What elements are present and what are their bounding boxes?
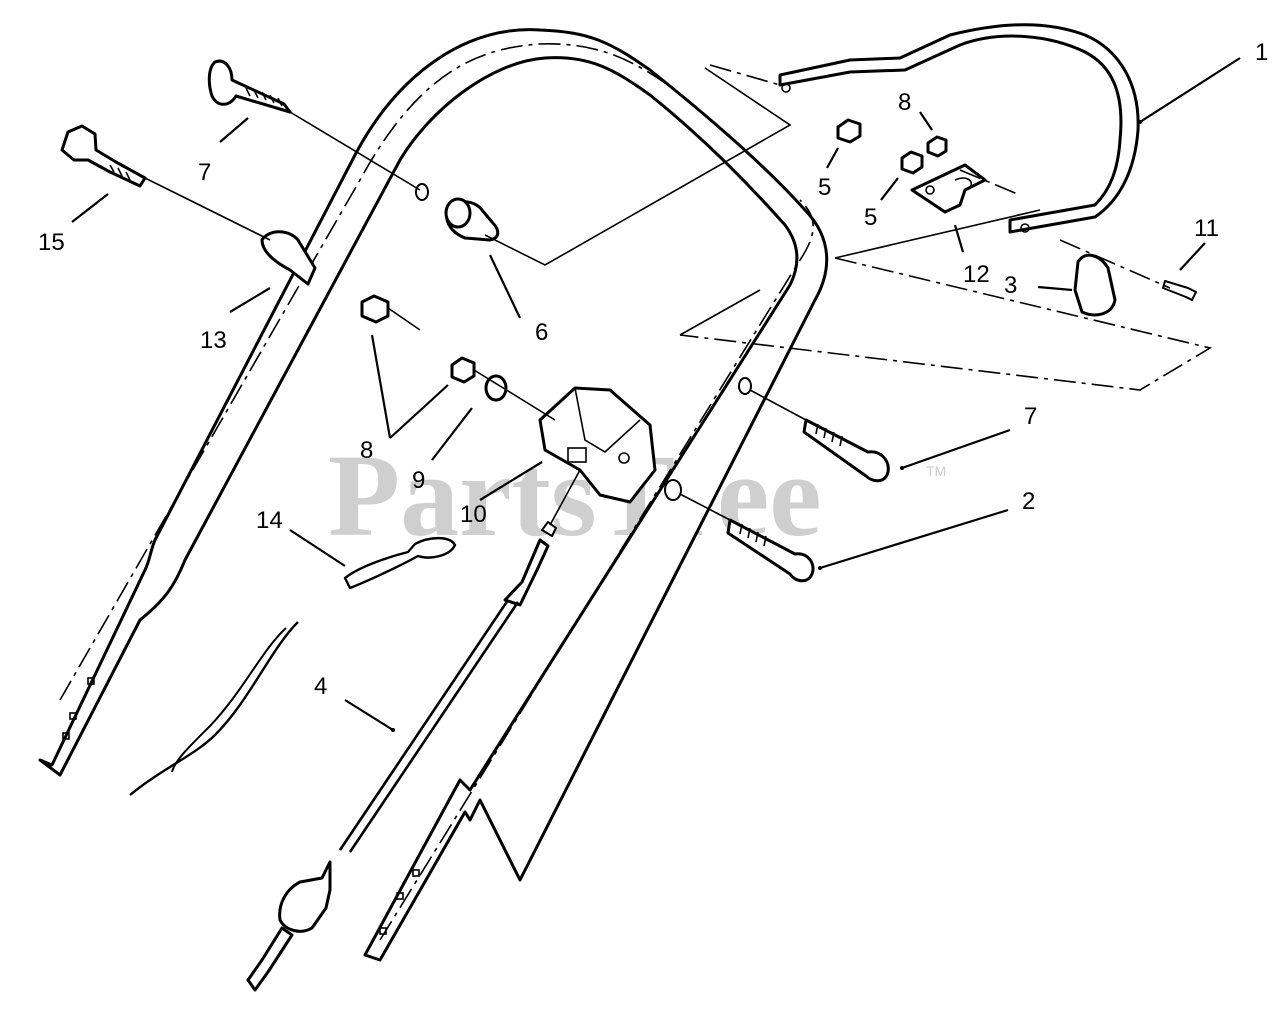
callout-13: 13	[200, 327, 227, 354]
part-11-screw	[1162, 280, 1197, 301]
callout-5-lower: 5	[864, 204, 877, 231]
callout-15: 15	[38, 229, 65, 256]
part-14-cable-end	[343, 536, 457, 590]
callout-11: 11	[1194, 215, 1219, 242]
callout-labels: 1 2 3 4 5 5 6 7 7 8 8 9 10 11 12 13 14 1…	[38, 39, 1268, 700]
callout-7-upper: 7	[198, 159, 211, 186]
callout-10: 10	[460, 501, 487, 528]
part-15-hex-bolt	[60, 124, 147, 188]
guide-lines	[144, 64, 1213, 526]
upper-nuts	[836, 118, 948, 175]
upper-handle	[38, 28, 829, 962]
callout-12: 12	[963, 261, 990, 288]
callout-7-lower: 7	[1024, 403, 1037, 430]
callout-1: 1	[1255, 39, 1268, 66]
part-7-bolt-lower	[802, 418, 890, 483]
callout-8-upper: 8	[898, 89, 911, 116]
mid-nuts	[360, 294, 508, 402]
part-12-bracket	[910, 163, 987, 214]
callout-9: 9	[412, 467, 425, 494]
callout-2: 2	[1022, 488, 1035, 515]
leader-lines	[71, 57, 1241, 732]
part-4-cable	[246, 521, 557, 992]
wire	[129, 621, 299, 796]
watermark-trademark: TM	[926, 463, 946, 479]
callout-4: 4	[314, 673, 327, 700]
part-2-bolt	[726, 518, 815, 583]
part-7-bolt-upper	[207, 59, 292, 114]
part-6-bushing	[444, 197, 500, 242]
part-3-clip	[1073, 253, 1117, 317]
callout-8-lower: 8	[360, 437, 373, 464]
part-13-clamp	[260, 230, 317, 286]
part-1-bail	[778, 23, 1140, 234]
callout-14: 14	[256, 507, 283, 534]
part-10-control-block	[538, 386, 657, 504]
callout-6: 6	[535, 319, 548, 346]
callout-5-upper: 5	[818, 174, 831, 201]
callout-3: 3	[1004, 272, 1017, 299]
